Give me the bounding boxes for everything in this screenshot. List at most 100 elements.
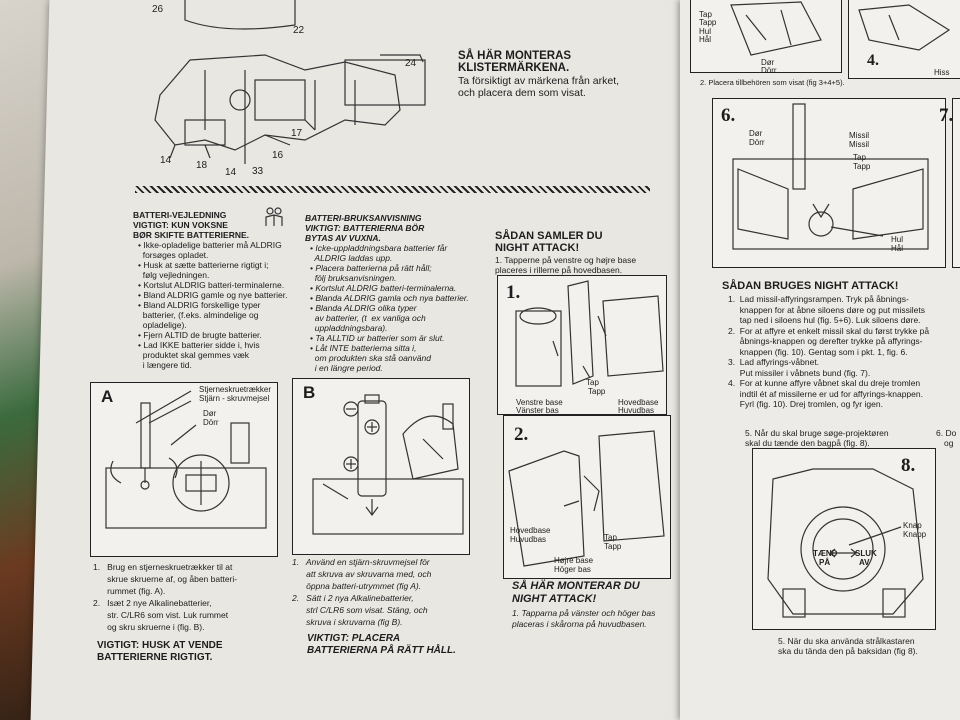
figure-1-label-b1: Tap [586,378,599,387]
fig8-label-knap: Knap [903,521,922,530]
figure-2-illustration [508,430,665,567]
figure-4-number: 4. [867,52,879,69]
screwdriver-illustration [105,390,267,529]
figure-a-letter: A [101,387,114,406]
fig8-label-on-2: PÅ [819,558,831,567]
right-top-caption: 2. Placera tillbehören som visat (fig 3+… [700,78,845,87]
figure-8-number: 8. [901,455,916,476]
battery-da-list-item: • Bland ALDRIG forskellige typer [138,300,261,310]
figure-2-label-c1: Højre base [554,556,594,565]
step5-sv-line-1: 5. När du ska använda strålkastaren [778,636,915,646]
use-da-list-item: Put missiler i våbnets bund (fig. 7). [728,367,871,378]
battery-da-step: skrue skruerne af, og åben batteri- [93,574,238,584]
battery-sv-step: strl C/LR6 som visat. Stäng, och [292,605,428,615]
fig6-label-b2: Missil [849,140,869,149]
battery-da-list-item: • Bland ALDRIG gamle og nye batterier. [138,290,288,300]
battery-sv-list-item: om produkten ska stå oanvänd [310,353,431,363]
battery-da-list-item: • Fjern ALTID de brugte batterier. [138,330,262,340]
figure-4-panel: 4. Hiss [848,0,960,79]
battery-sv-list-item: uppladdningsbara). [310,323,388,333]
assemble-da-line-1: 1. Tapperne på venstre og højre base [495,255,637,265]
assemble-sv-title-2: NIGHT ATTACK! [512,593,597,605]
battery-illustration [312,394,464,535]
battery-da-list-item: • Ikke-opladelige batterier må ALDRIG [138,240,282,250]
figure-2-label-c2: Höger bas [554,565,591,574]
step6-da-cut: 6. Do [936,428,957,438]
use-da-list-item: åbnings-knappen og derefter trykke på af… [728,336,923,346]
battery-sv-note-2: BATTERIERNA PÅ RÄTT HÅLL. [307,645,456,656]
fig8-label-off-1: SLUK [855,549,877,558]
figure-1-label-b2: Tapp [588,387,606,396]
battery-sv-step: att skruva av skruvarna med, och [292,569,432,579]
battery-da-note-1: VIGTIGT: HUSK AT VENDE [97,640,223,651]
battery-da-warn-1: VIGTIGT: KUN VOKSNE [133,220,228,230]
battery-sv-list-item: av batterier, (t ex vanliga och [310,313,426,323]
use-da-list-item: 2. For at affyre et enkelt missil skal d… [728,325,930,336]
use-da-list-item: knappen for at åbne siloens døre og put … [728,304,926,315]
battery-da-step: og skru skruerne i (fig. B). [93,622,205,632]
callout-33: 33 [252,166,264,177]
battery-da-title: BATTERI-VEJLEDNING [133,210,227,220]
battery-sv-step: öppna batteri-utrymmet (fig A). [292,581,422,591]
figure-2-number: 2. [514,424,529,445]
fig4-label-hiss: Hiss [934,68,950,77]
figure-6-number: 6. [721,105,736,126]
figure-a-label-3: Dør [203,409,217,418]
fig6-label-a2: Dörr [749,138,765,147]
fig3-label-dor: Dør [761,58,775,67]
figure-8-illustration [767,468,924,618]
battery-sv-list-item: • Icke-uppladdningsbara batterier får [310,243,448,253]
fig6-label-b1: Missil [849,131,869,140]
use-da-list-item: 3. Lad affyrings-våbnet. [728,357,820,367]
use-da-list-item: knappen (fig. 10). Gentag som i pkt. 1, … [728,346,908,357]
battery-da-list-item: produktet skal gemmes væk [138,350,250,360]
sticker-title-line1: SÅ HÄR MONTERAS [458,50,572,62]
sticker-title-line2: KLISTERMÄRKENA. [458,62,570,74]
figure-6-panel: 6. Dør Dörr Missil Missil Tap Tapp Hul H… [712,98,946,268]
battery-sv-title: BATTERI-BRUKSANVISNING [305,213,422,223]
fig8-label-knapp: Knapp [903,530,927,539]
figure-2-label-a2: Huvudbas [510,535,547,544]
figure-1-label-c1: Hovedbase [618,398,659,407]
figure-6-illustration [732,103,929,250]
figure-3-illustration [730,1,822,56]
figure-b-panel: B [292,378,470,555]
use-da-list-item: tap ned i siloens hul (fig. 5+6). Luk si… [728,315,921,325]
figure-1-label-a1: Venstre base [516,398,563,407]
fig6-label-d1: Hul [891,235,904,244]
fig3-label-hul: Hul [699,27,712,36]
battery-sv-note-1: VIKTIGT: PLACERA [307,633,401,644]
battery-da-note-2: BATTERIERNE RIGTIGT. [97,652,213,663]
figure-1-label-c2: Huvudbas [618,406,655,415]
callout-16: 16 [272,150,284,161]
fig6-label-c1: Tap [853,153,866,162]
battery-sv-list-item: • Blanda ALDRIG gamla och nya batterier. [310,293,469,303]
battery-da-list-item: • Kortslut ALDRIG batteri-terminalerne. [138,280,285,290]
battery-da-list-item: i længere tid. [138,360,192,370]
adult-warning-icon [265,207,283,226]
sticker-body-line1: Ta försiktigt av märkena från arket, [458,75,620,87]
battery-sv-list-item: • Placera batterierna på rätt håll; [310,263,432,273]
battery-da-warn-2: BØR SKIFTE BATTERIERNE. [133,230,250,240]
use-da-list-item: Fyrl (fig. 10). Drej tromlen, og fyr ige… [728,399,883,409]
battery-sv-step: skruva i skruvarna (fig B). [292,617,403,627]
callout-24: 24 [405,58,417,69]
use-da-list-item: indtil ét af missilerne er ud for affyri… [728,388,923,399]
dashed-divider [135,186,650,193]
fig3-label-tap: Tap [699,10,712,19]
figure-2-panel: 2. Hovedbase Huvudbas Tap Tapp Højre bas… [503,415,671,579]
figure-8-panel: 8. Knap Knapp TÆND PÅ SLUK AV [752,448,936,630]
figure-3-panel: Tap Tapp Hul Hål Dør Dörr [690,0,842,75]
figure-1-illustration [515,280,664,387]
fig3-label-tapp: Tapp [699,18,717,27]
fig3-label-hal: Hål [699,35,712,44]
callout-22: 22 [293,25,305,36]
step5-da-line-1: 5. Når du skal bruge søge-projektøren [745,428,889,438]
fig3-label-dorr: Dörr [761,66,777,75]
assemble-sv-line-1: 1. Tapparna på vänster och höger bas [512,608,656,618]
callout-18: 18 [196,160,208,171]
assemble-da-title-2: NIGHT ATTACK! [495,242,580,254]
step5-sv-line-2: ska du tända den på baksidan (fig 8). [778,646,918,656]
fig8-label-off-2: AV [859,558,870,567]
use-da-title: SÅDAN BRUGES NIGHT ATTACK! [722,280,899,292]
